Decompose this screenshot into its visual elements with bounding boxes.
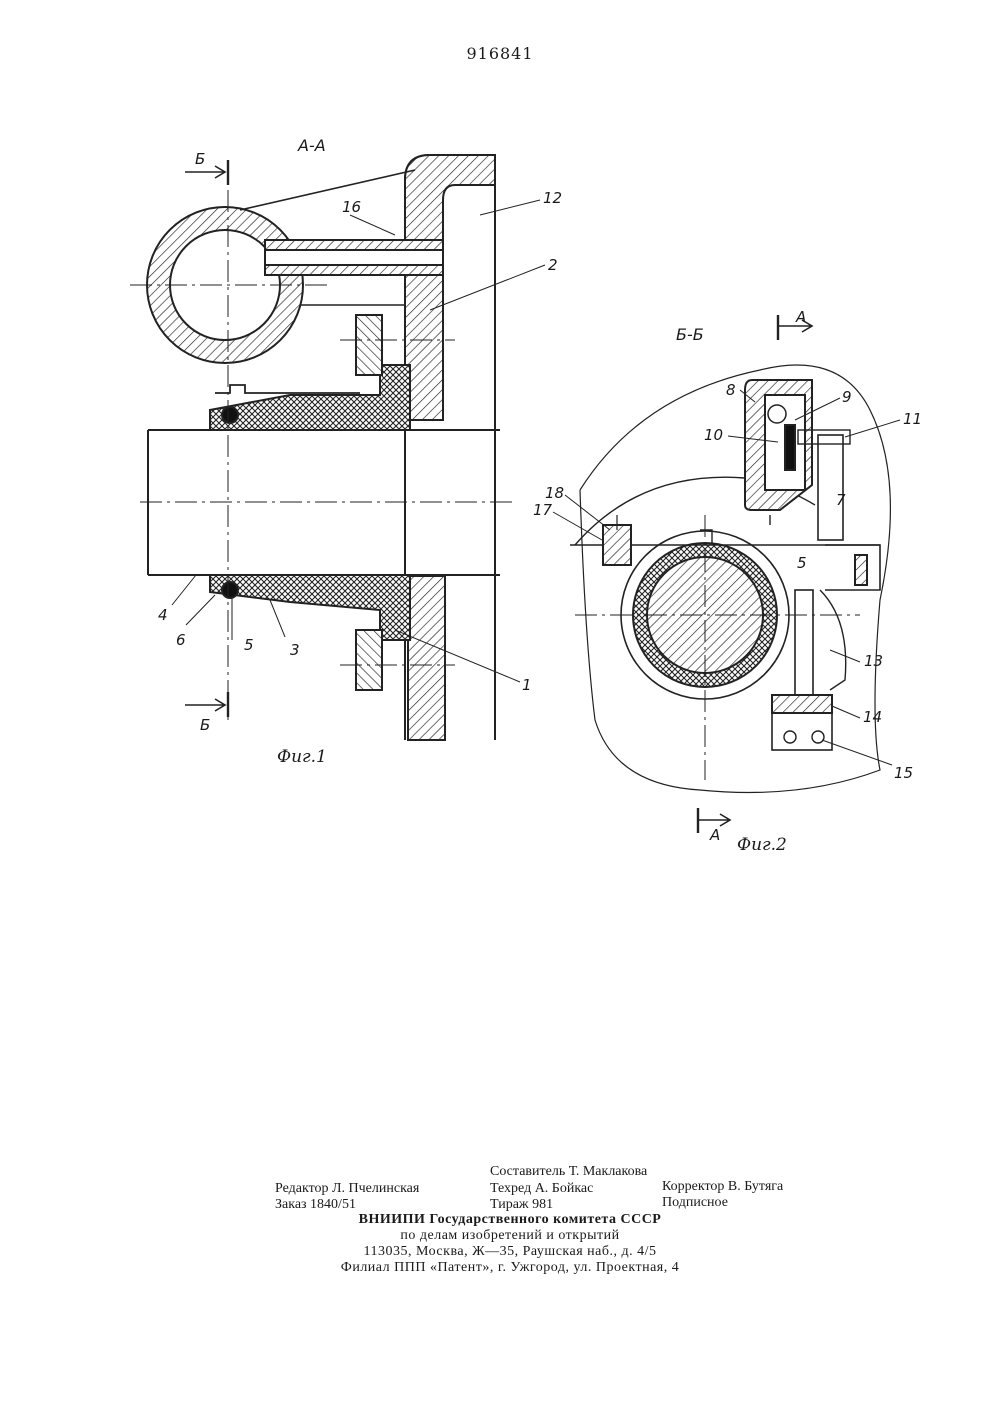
fig2-cut-mark-bottom: А (709, 826, 720, 844)
imprint-org-line2: по делам изобретений и открытий (260, 1228, 760, 1244)
imprint-editor: Редактор Л. Пчелинская (275, 1180, 419, 1197)
imprint-org-line1: ВНИИПИ Государственного комитета СССР (260, 1212, 760, 1228)
fig1-callout-3: 3 (290, 641, 300, 659)
imprint-circulation: Тираж 981 (490, 1196, 553, 1213)
fig1-caption: Фиг.1 (277, 747, 327, 767)
fig2-callout-7: 7 (836, 491, 846, 509)
fig1-callout-2: 2 (548, 256, 558, 274)
fig1-section-title: А-А (297, 136, 326, 155)
fig2-caption: Фиг.2 (737, 835, 787, 855)
fig1-callout-16: 16 (342, 198, 361, 216)
imprint-subscription: Подписное (662, 1194, 728, 1211)
fig1-callout-5: 5 (244, 636, 254, 654)
imprint-address: 113035, Москва, Ж—35, Раушская наб., д. … (260, 1244, 760, 1260)
fig2-callout-18: 18 (545, 484, 564, 502)
imprint-compiler: Составитель Т. Маклакова (490, 1163, 647, 1180)
fig1-callout-6: 6 (176, 631, 186, 649)
fig2-section-title: Б-Б (676, 325, 704, 344)
fig1-callout-1: 1 (522, 676, 532, 694)
fig2-cut-mark-top: А (795, 308, 806, 326)
fig2-callout-14: 14 (863, 708, 882, 726)
fig2-callout-5: 5 (797, 554, 807, 572)
imprint-corrector: Корректор В. Бутяга (662, 1178, 783, 1195)
fig2-callout-15: 15 (894, 764, 913, 782)
imprint-techred: Техред А. Бойкас (490, 1180, 593, 1197)
fig2-callout-17: 17 (533, 501, 553, 519)
fig1-callout-4: 4 (158, 606, 168, 624)
fig2-callout-8: 8 (726, 381, 736, 399)
fig1-cut-mark-top: Б (195, 150, 205, 168)
fig1-drawing (130, 155, 545, 740)
imprint-order: Заказ 1840/51 (275, 1196, 356, 1213)
imprint-branch: Филиал ППП «Патент», г. Ужгород, ул. Про… (260, 1260, 760, 1276)
fig1-cut-mark-bottom: Б (200, 716, 210, 734)
fig2-callout-13: 13 (864, 652, 883, 670)
fig1-callout-12: 12 (543, 189, 562, 207)
fig2-callout-9: 9 (842, 388, 852, 406)
fig2-callout-10: 10 (704, 426, 723, 444)
fig2-callout-11: 11 (903, 410, 922, 428)
